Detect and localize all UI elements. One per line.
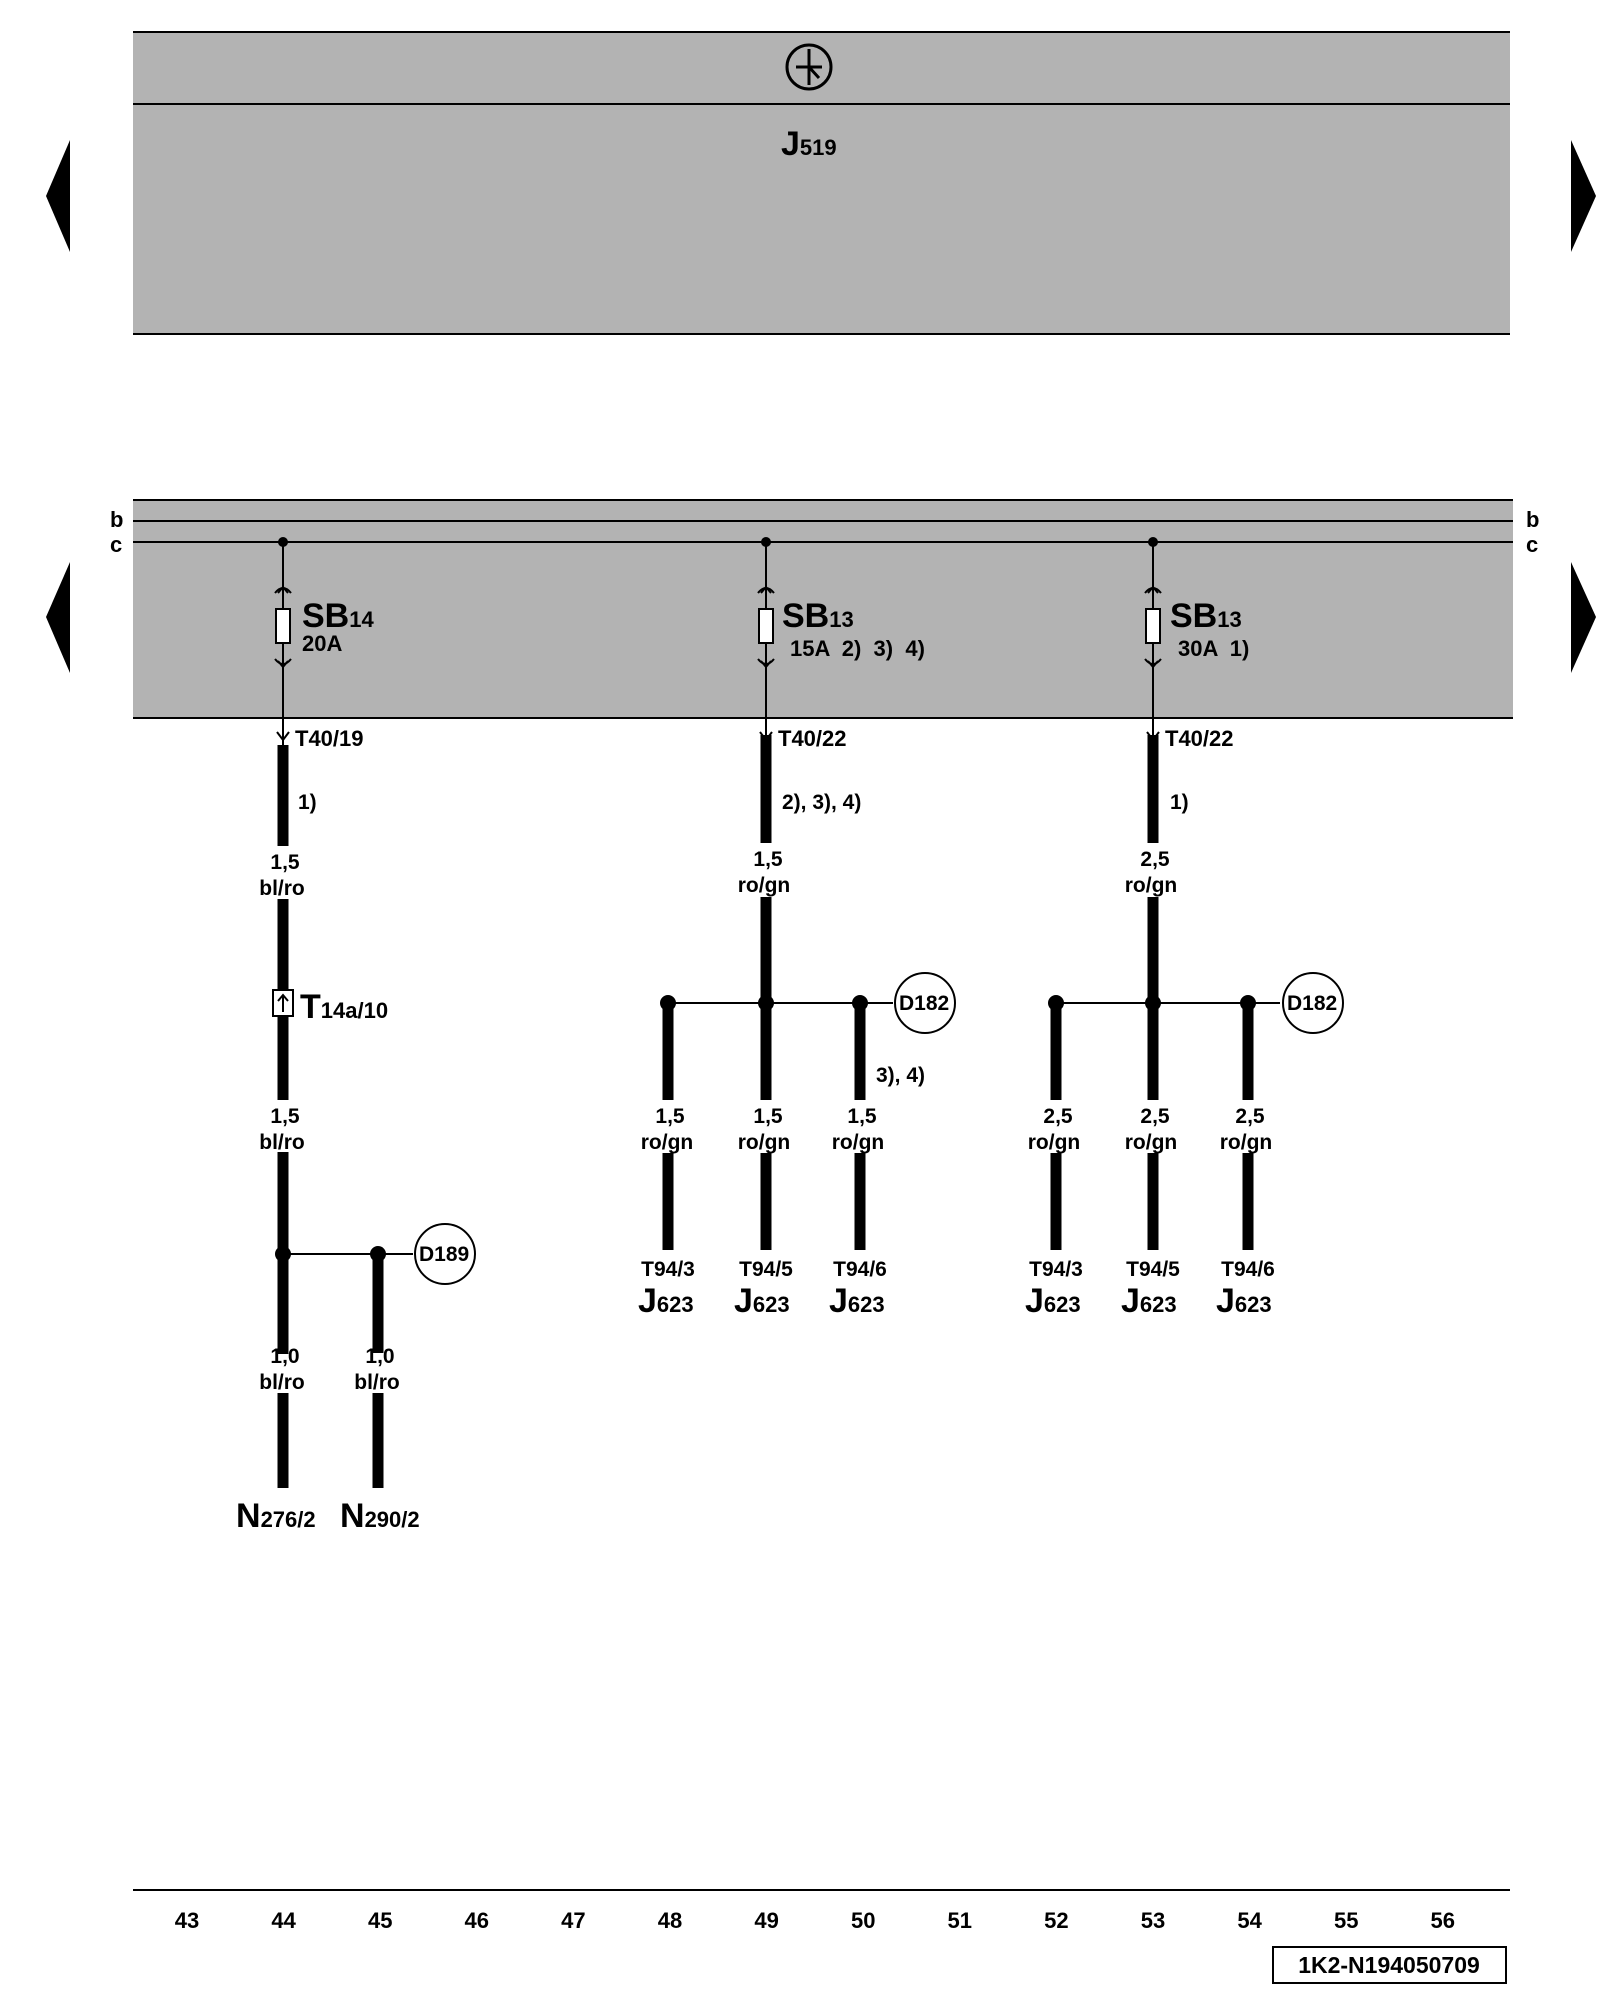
fuse-sb13-30a-icon [1145, 608, 1161, 644]
bus-label-b-right: b [1526, 507, 1539, 532]
wire-size: 2,5 [1140, 848, 1170, 871]
column-number: 51 [948, 1908, 972, 1933]
wire-color: ro/gn [1125, 874, 1178, 897]
fuse-label-sb13-a: SB13 [782, 597, 854, 635]
wire-color: ro/gn [1220, 1131, 1273, 1154]
column-number: 53 [1141, 1908, 1165, 1933]
splice-d182-a-label: D182 [899, 992, 949, 1015]
branch-junctions [275, 995, 1280, 1262]
wire-size: 1,5 [655, 1105, 685, 1128]
wire-note-50: 3), 4) [876, 1064, 925, 1087]
fuse-rating-sb13-a: 15A 2) 3) 4) [790, 636, 925, 661]
control-unit-panel [133, 32, 1510, 334]
doc-number-box [1272, 1946, 1507, 1984]
column-number: 48 [658, 1908, 682, 1933]
terminal-t40-22-a: T40/22 [778, 726, 847, 751]
wire-color: ro/gn [832, 1131, 885, 1154]
component-j623: J623 [734, 1282, 790, 1320]
column-number: 54 [1237, 1908, 1262, 1933]
connector-t14a-label: T14a/10 [300, 988, 388, 1026]
wire-size: 2,5 [1140, 1105, 1170, 1128]
wire-size: 1,5 [270, 851, 300, 874]
wire-note-44: 1) [298, 791, 317, 814]
wire-size: 1,0 [365, 1345, 394, 1368]
column-numbers: 43 44 45 46 47 48 49 50 51 52 53 54 55 56 [175, 1908, 1455, 1933]
component-n276: N276/2 [236, 1497, 316, 1535]
fuse-label-sb14: SB14 [302, 597, 374, 635]
column-number: 52 [1044, 1908, 1068, 1933]
wire-size: 2,5 [1235, 1105, 1265, 1128]
column-number: 47 [561, 1908, 585, 1933]
nav-right-top-arrow-icon[interactable] [1571, 140, 1596, 252]
component-j623: J623 [1121, 1282, 1177, 1320]
wire-labels: 1,5 bl/ro 1,5 bl/ro 1,0 bl/ro 1,0 bl/ro … [259, 848, 1272, 1394]
wire-color: bl/ro [259, 1371, 305, 1394]
component-n290: N290/2 [340, 1497, 420, 1535]
doc-number: 1K2-N194050709 [1298, 1952, 1480, 1978]
column-number: 46 [465, 1908, 489, 1933]
component-j623: J623 [1025, 1282, 1081, 1320]
nav-right-bottom-arrow-icon[interactable] [1571, 562, 1596, 673]
wire-size: 1,0 [270, 1345, 299, 1368]
column-number: 43 [175, 1908, 199, 1933]
pin-label: T94/5 [739, 1258, 793, 1281]
column-number: 45 [368, 1908, 392, 1933]
component-labels: J623 J623 J623 J623 J623 J623 N276/2 N29… [236, 1282, 1272, 1535]
pin-labels: T94/3 T94/5 T94/6 T94/3 T94/5 T94/6 [641, 1258, 1275, 1281]
bus-label-b-left: b [110, 507, 123, 532]
splice-d189-icon [414, 1223, 476, 1285]
wire-size: 2,5 [1043, 1105, 1073, 1128]
nav-left-bottom-arrow-icon[interactable] [46, 562, 70, 673]
splice-d189-label: D189 [419, 1243, 469, 1266]
column-number: 56 [1431, 1908, 1455, 1933]
splice-d182-b-label: D182 [1287, 992, 1337, 1015]
component-j623: J623 [829, 1282, 885, 1320]
column-number: 55 [1334, 1908, 1358, 1933]
column-number: 44 [271, 1908, 296, 1933]
pin-label: T94/6 [833, 1258, 887, 1281]
fuse-column-49 [757, 537, 775, 745]
pin-label: T94/3 [641, 1258, 695, 1281]
wire-color: bl/ro [259, 877, 305, 900]
fuse-rating-sb14: 20A [302, 631, 342, 656]
column-number: 50 [851, 1908, 875, 1933]
fuse-column-44 [274, 537, 292, 745]
wire-color: ro/gn [738, 1131, 791, 1154]
component-j623: J623 [1216, 1282, 1272, 1320]
wire-color: ro/gn [738, 874, 791, 897]
fuse-carrier-panel [133, 500, 1513, 718]
pin-label: T94/3 [1029, 1258, 1083, 1281]
connector-t14a-icon [272, 989, 294, 1017]
terminal-t40-19: T40/19 [295, 726, 364, 751]
splice-d182-a-icon [894, 972, 956, 1034]
wire-color: ro/gn [1125, 1131, 1178, 1154]
fuse-rating-sb13-b: 30A 1) [1178, 636, 1249, 661]
bus-label-c-right: c [1526, 532, 1538, 557]
nav-left-top-arrow-icon[interactable] [46, 140, 70, 252]
wire-color: ro/gn [1028, 1131, 1081, 1154]
wire-color: ro/gn [641, 1131, 694, 1154]
wire-size: 1,5 [753, 1105, 783, 1128]
wire-color: bl/ro [259, 1131, 305, 1154]
wire-note-49: 2), 3), 4) [782, 791, 861, 814]
component-j623: J623 [638, 1282, 694, 1320]
wire-size: 1,5 [847, 1105, 877, 1128]
control-unit-label: J519 [781, 125, 837, 163]
pin-label: T94/5 [1126, 1258, 1180, 1281]
fuse-sb14-icon [275, 608, 291, 644]
column-number: 49 [754, 1908, 778, 1933]
ground-symbol-icon [785, 43, 833, 91]
fuse-sb13-15a-icon [758, 608, 774, 644]
wire-color: bl/ro [354, 1371, 400, 1394]
terminal-t40-22-b: T40/22 [1165, 726, 1234, 751]
fuse-label-sb13-b: SB13 [1170, 597, 1242, 635]
bus-label-c-left: c [110, 532, 122, 557]
pin-label: T94/6 [1221, 1258, 1275, 1281]
wire-size: 1,5 [270, 1105, 300, 1128]
wire-size: 1,5 [753, 848, 783, 871]
wire-note-53: 1) [1170, 791, 1189, 814]
splice-d182-b-icon [1282, 972, 1344, 1034]
